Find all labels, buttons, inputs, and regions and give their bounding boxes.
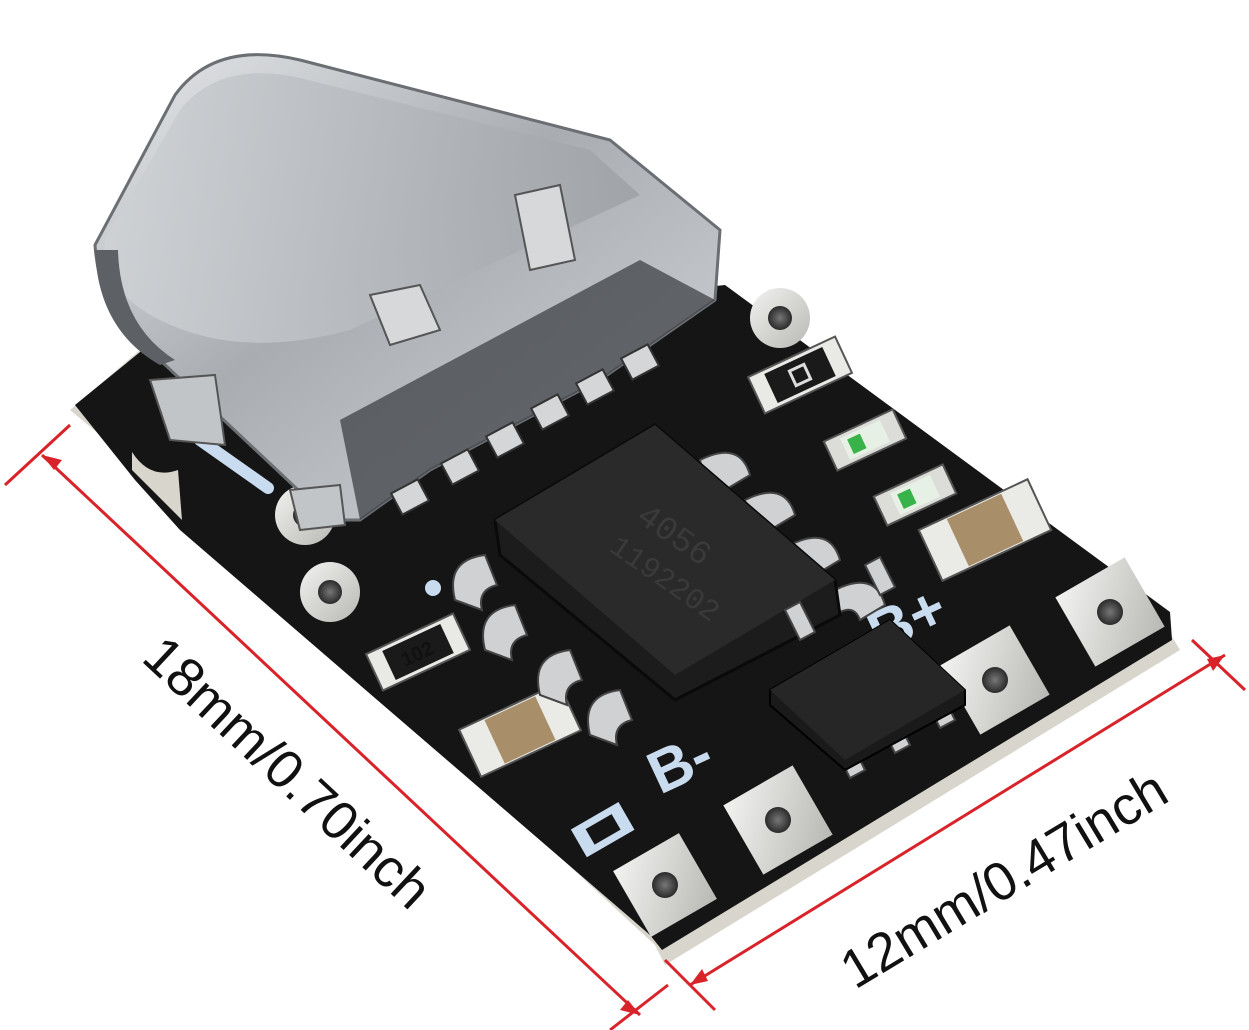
resistor-102: 102 [364,612,472,692]
protection-ic [769,555,966,780]
led-green [872,463,958,527]
capacitor-left [457,681,583,779]
usb-c-connector [93,53,722,532]
resistor-top [746,335,854,415]
capacitor-right [917,477,1053,583]
led-red [822,408,908,472]
solder-pads [275,288,1165,937]
charger-ic: 4056 1192202 [452,423,887,747]
